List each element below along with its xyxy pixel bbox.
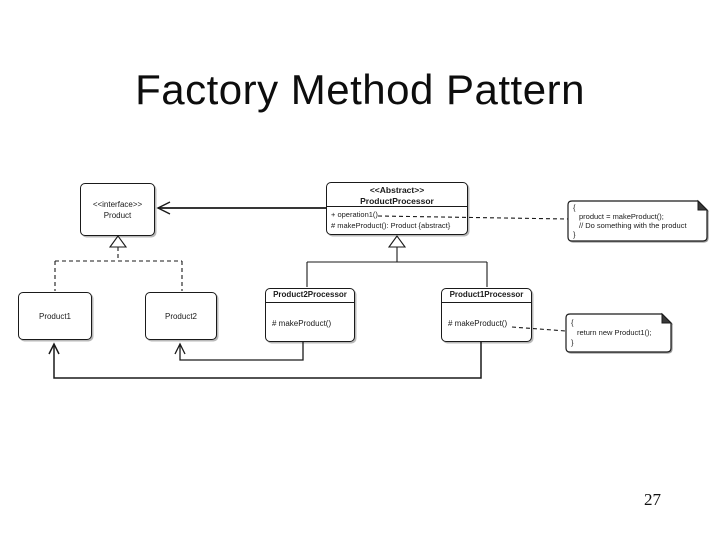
class-product2-processor: Product2Processor # makeProduct() (265, 288, 355, 342)
product2-name: Product2 (164, 311, 198, 321)
open-arrowhead-up-icon (48, 342, 60, 355)
product-processor-header: <<Abstract>> ProductProcessor (327, 183, 467, 207)
slide-title: Factory Method Pattern (135, 66, 585, 113)
product-processor-stereotype: <<Abstract>> (369, 185, 425, 195)
make-product-abstract-label: # makeProduct(): Product {abstract} (331, 220, 451, 230)
class-product2: Product2 (145, 292, 217, 340)
product2-processor-name: Product2Processor (266, 289, 354, 303)
class-product-processor: <<Abstract>> ProductProcessor + operatio… (326, 182, 468, 235)
make-product-label: # makeProduct() (272, 319, 332, 328)
note-fold-icon (661, 312, 673, 324)
creates-arrow-product2 (174, 342, 304, 361)
note-outline (565, 313, 672, 353)
class-product-interface: <<interface>> Product (80, 183, 155, 236)
class-product1: Product1 (18, 292, 92, 340)
note-top-line2: // Do something with the product (579, 221, 687, 230)
creates-arrow-product1 (48, 342, 482, 379)
open-arrowhead-left-icon (156, 201, 171, 215)
realization-tree (54, 247, 183, 291)
note-top-line1: product = makeProduct(); (579, 212, 664, 221)
product1-processor-name: Product1Processor (442, 289, 531, 303)
make-product-label: # makeProduct() (448, 319, 508, 328)
association-processor-to-product (156, 201, 326, 215)
open-arrowhead-up-icon (174, 342, 186, 355)
product-processor-name: ProductProcessor (360, 195, 434, 206)
note-top-close: } (573, 230, 576, 239)
generalization-triangle-icon (387, 235, 407, 248)
realization-triangle-icon (108, 235, 128, 248)
product2-processor-operations: # makeProduct() (266, 303, 354, 328)
product-name: Product (103, 210, 132, 220)
note-bottom-open: { (571, 318, 574, 327)
note-outline (567, 200, 708, 242)
product1-name: Product1 (38, 311, 72, 321)
uml-note-make-product: { product = makeProduct(); // Do somethi… (567, 199, 709, 242)
uml-note-return-product1: { return new Product1(); } (565, 312, 673, 353)
product-stereotype: <<interface>> (92, 199, 143, 209)
note-fold-icon (697, 199, 709, 211)
page-number: 27 (644, 490, 661, 509)
class-product1-processor: Product1Processor # makeProduct() (441, 288, 532, 342)
note-bottom-close: } (571, 338, 574, 347)
product-processor-operations: + operation1() # makeProduct(): Product … (327, 207, 467, 231)
note-top-open: { (573, 203, 576, 212)
operation1-label: + operation1() (331, 210, 378, 219)
note-bottom-line1: return new Product1(); (577, 328, 652, 337)
product1-processor-operations: # makeProduct() (442, 303, 531, 328)
generalization-tree (306, 247, 488, 287)
